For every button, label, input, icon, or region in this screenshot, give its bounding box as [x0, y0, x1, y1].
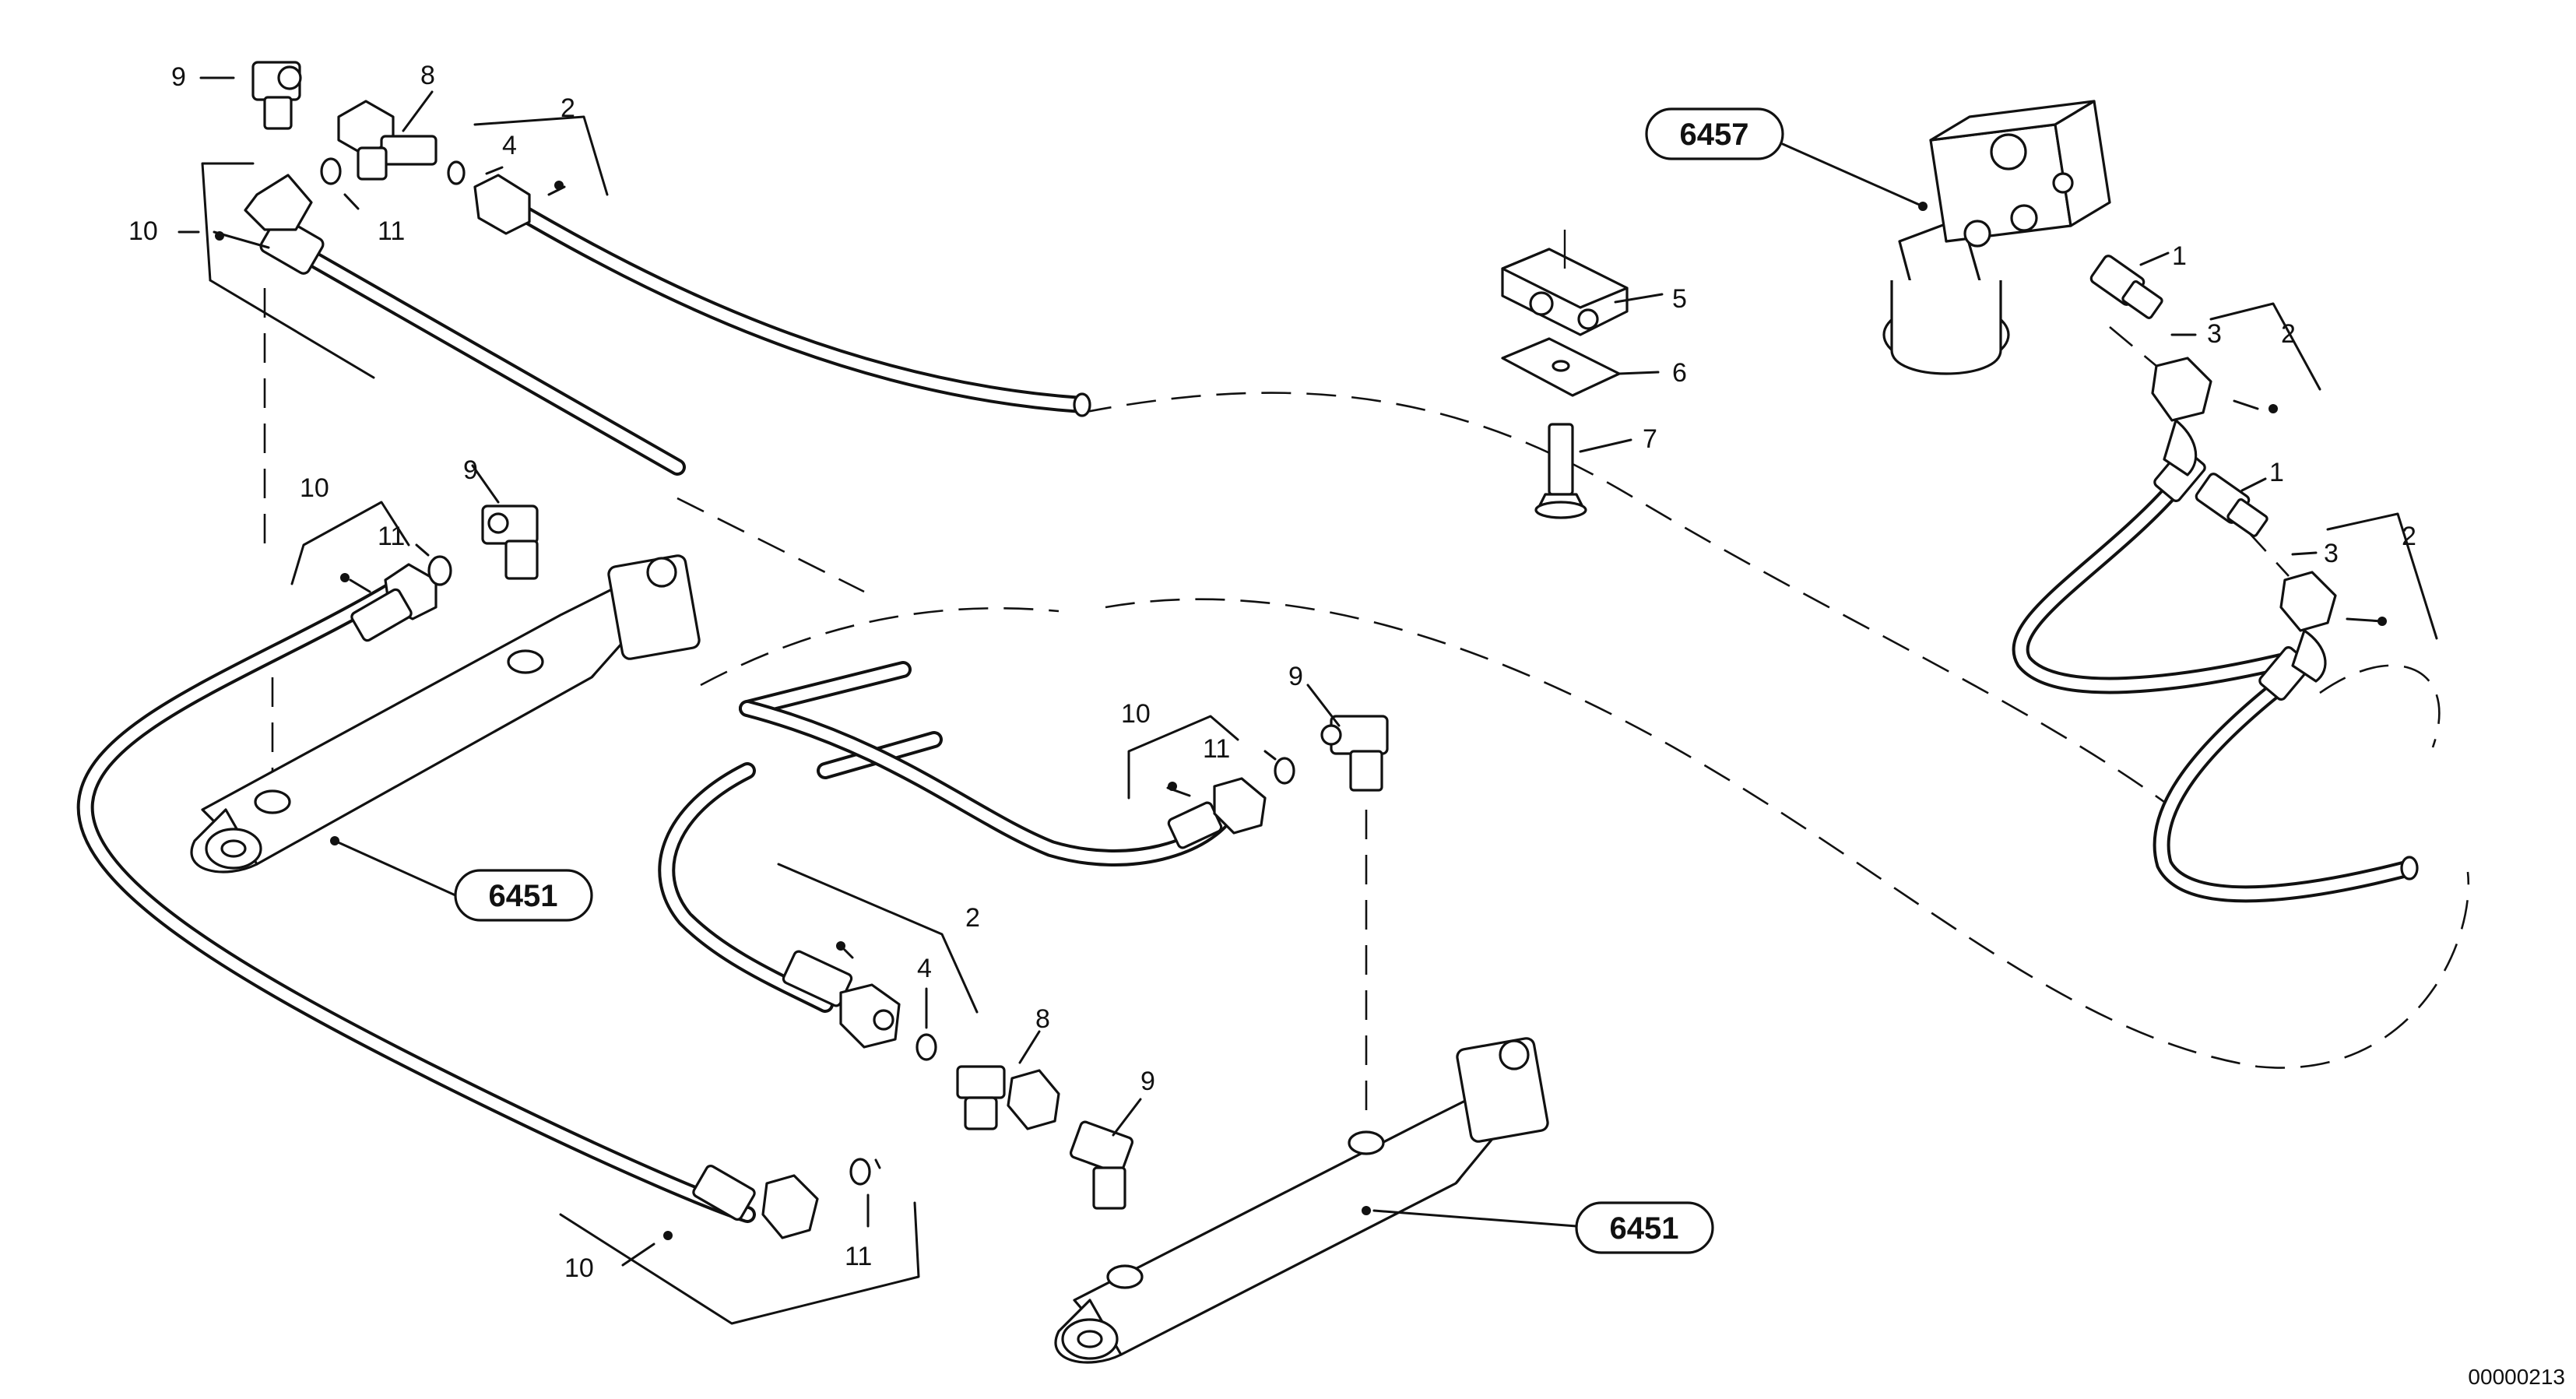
callout-10-middle: 10 — [1121, 699, 1151, 729]
callout-1-lower: 1 — [2269, 458, 2284, 487]
connector-1-upper — [2089, 255, 2163, 319]
dashed-routing-lines — [263, 288, 2470, 1121]
fitting-lower-left — [692, 1165, 819, 1239]
reference-dots — [215, 181, 2387, 1240]
callout-10-top: 10 — [128, 216, 158, 246]
callout-8-lower: 8 — [1035, 1004, 1050, 1034]
callout-10-left: 10 — [300, 473, 329, 503]
assembly-ref-6451-right-label: 6451 — [1610, 1211, 1679, 1246]
callout-9-lower: 9 — [1140, 1067, 1155, 1096]
callout-5: 5 — [1672, 284, 1687, 314]
elbow-9-middle — [1320, 715, 1389, 792]
hose-end-cap — [2400, 856, 2419, 881]
callout-2-top: 2 — [561, 93, 575, 123]
callout-7: 7 — [1643, 424, 1657, 454]
callout-11-middle: 11 — [1203, 734, 1230, 764]
callout-11-top: 11 — [378, 216, 405, 246]
orings-top — [320, 157, 466, 185]
callout-9-middle: 9 — [1288, 662, 1303, 691]
callout-2-upper-right: 2 — [2281, 319, 2296, 349]
callout-labels: 9 8 2 4 10 11 10 9 11 5 6 7 1 3 2 1 3 2 … — [128, 61, 2416, 1283]
callout-4-middle: 4 — [917, 954, 932, 983]
callout-10-lower: 10 — [564, 1253, 594, 1283]
callout-1-upper: 1 — [2172, 241, 2187, 271]
clamp-plate-6 — [1501, 337, 1621, 397]
oring-11-lower — [849, 1158, 871, 1186]
assembly-ref-6457: 6457 — [1645, 107, 1784, 160]
assembly-ref-6451-left-label: 6451 — [489, 879, 558, 913]
oring-middle — [1274, 757, 1295, 785]
callout-9-top: 9 — [171, 62, 186, 92]
callout-3-upper: 3 — [2207, 319, 2222, 349]
elbow-9-lower — [1069, 1120, 1134, 1210]
hose-clamp-assembly — [1501, 230, 1629, 519]
fitting-middle-10c — [1167, 777, 1267, 849]
tee-8-lower — [956, 1065, 1060, 1130]
assembly-ref-6451-left: 6451 — [454, 869, 593, 922]
fitting-left-10b — [350, 563, 438, 642]
bolt-7 — [1534, 423, 1587, 519]
callout-2-middle: 2 — [965, 903, 980, 933]
steering-cylinder-right — [1054, 1037, 1549, 1364]
callout-4-top: 4 — [502, 131, 517, 160]
callout-3-lower: 3 — [2324, 539, 2339, 568]
fitting-middle-2 — [782, 950, 901, 1049]
steering-cylinder-left — [190, 554, 701, 873]
fitting-right-1 — [2151, 357, 2212, 502]
elbow-9-left — [481, 504, 539, 580]
clamp-block-5 — [1501, 230, 1629, 336]
callout-11-left: 11 — [378, 522, 405, 551]
assembly-ref-6451-right: 6451 — [1575, 1201, 1714, 1254]
hose-end-cap — [1073, 392, 1091, 417]
document-number: 00000213 — [2468, 1365, 2565, 1389]
fitting-upper-middle — [473, 174, 531, 235]
fitting-upper-left — [244, 174, 325, 275]
callout-8-top: 8 — [420, 61, 435, 90]
elbow-9-top — [251, 61, 302, 130]
callout-2-lower-right: 2 — [2402, 522, 2416, 551]
elbows-tees-orings — [251, 61, 2268, 1210]
fitting-right-2 — [2258, 571, 2337, 701]
hose-fittings — [244, 174, 2419, 1239]
callout-11-lower: 11 — [845, 1242, 872, 1271]
steering-unit — [1882, 100, 2111, 375]
tee-8-top — [337, 100, 438, 181]
oring-4-lower — [915, 1033, 937, 1061]
callout-9-left: 9 — [463, 455, 478, 485]
assembly-ref-6457-label: 6457 — [1680, 118, 1749, 152]
oring-left — [427, 555, 452, 586]
callout-6: 6 — [1672, 358, 1687, 388]
connector-1-lower — [2195, 473, 2268, 537]
